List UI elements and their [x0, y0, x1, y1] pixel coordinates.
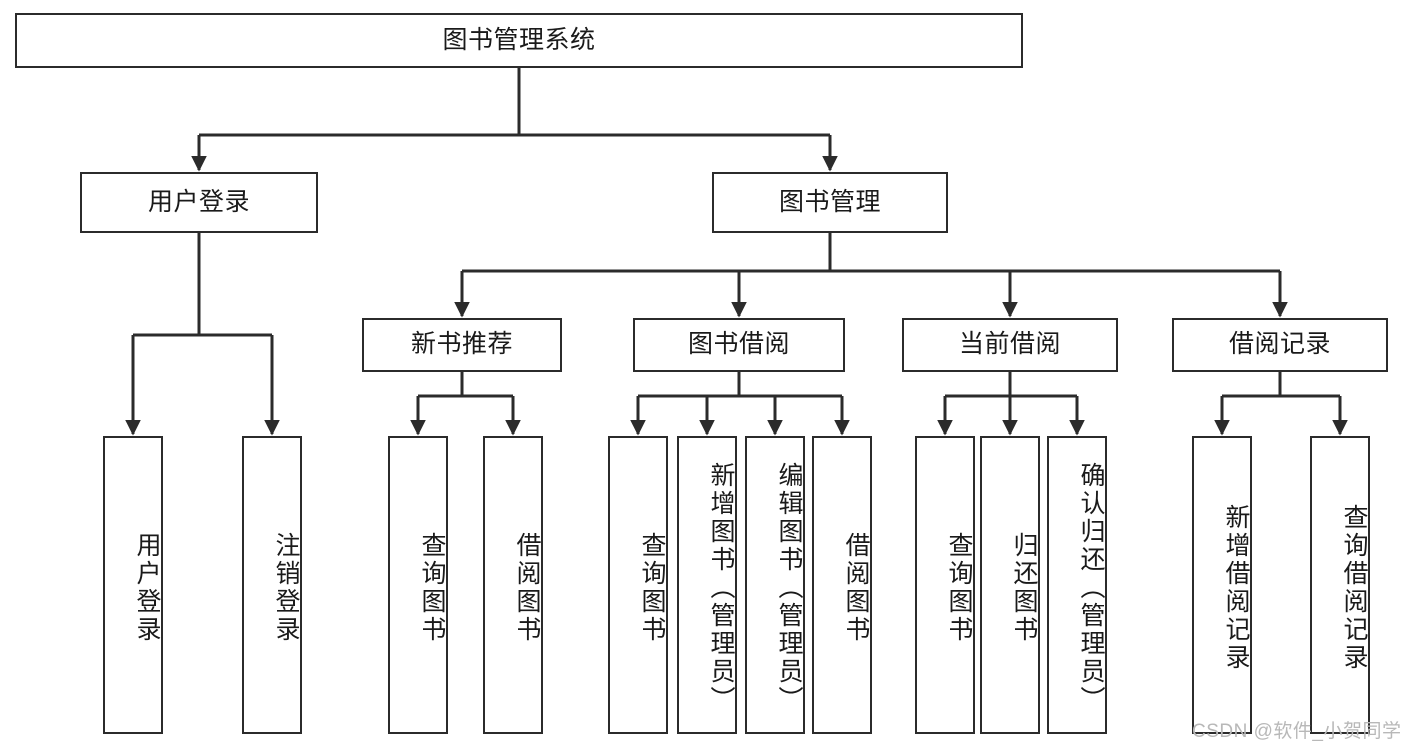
csdn-watermark: CSDN @软件_小贺同学: [1192, 721, 1402, 742]
node-leaf-borrow-book-1: 借阅图书: [483, 436, 543, 734]
node-leaf-add-record: 新增借阅记录: [1192, 436, 1252, 734]
node-book-manage: 图书管理: [712, 172, 948, 233]
node-label: 新书推荐: [410, 330, 513, 359]
node-label: 用户登录: [147, 187, 250, 216]
node-leaf-user-logout: 注销登录: [242, 436, 302, 734]
node-label: 查询图书: [945, 532, 973, 644]
node-label: 图书管理: [778, 187, 881, 216]
node-leaf-edit-book: 编辑图书（管理员）: [745, 436, 805, 734]
node-leaf-query-book-2: 查询图书: [608, 436, 668, 734]
node-leaf-add-book: 新增图书（管理员）: [677, 436, 737, 734]
node-label: 新增图书（管理员）: [707, 462, 735, 714]
node-label: 归还图书: [1010, 532, 1038, 644]
node-label: 查询借阅记录: [1340, 504, 1368, 672]
node-leaf-user-login: 用户登录: [103, 436, 163, 734]
node-label: 确认归还（管理员）: [1077, 462, 1105, 714]
node-user-login: 用户登录: [80, 172, 318, 233]
node-root: 图书管理系统: [15, 13, 1023, 68]
node-leaf-return-book: 归还图书: [980, 436, 1040, 734]
node-leaf-query-record: 查询借阅记录: [1310, 436, 1370, 734]
node-leaf-confirm-return: 确认归还（管理员）: [1047, 436, 1107, 734]
node-label: 新增借阅记录: [1222, 504, 1250, 672]
node-label: 借阅图书: [842, 532, 870, 644]
node-leaf-query-book-1: 查询图书: [388, 436, 448, 734]
node-label: 用户登录: [133, 532, 161, 644]
node-label: 图书管理系统: [442, 25, 596, 54]
node-label: 借阅图书: [513, 532, 541, 644]
node-borrow-record: 借阅记录: [1172, 318, 1388, 372]
node-label: 查询图书: [638, 532, 666, 644]
node-label: 编辑图书（管理员）: [775, 462, 803, 714]
node-current-borrow: 当前借阅: [902, 318, 1118, 372]
node-book-borrow: 图书借阅: [633, 318, 845, 372]
node-label: 借阅记录: [1228, 330, 1331, 359]
node-label: 图书借阅: [687, 330, 790, 359]
node-label: 注销登录: [272, 532, 300, 644]
node-label: 查询图书: [418, 532, 446, 644]
node-leaf-borrow-book-2: 借阅图书: [812, 436, 872, 734]
node-label: 当前借阅: [958, 330, 1061, 359]
node-leaf-query-book-3: 查询图书: [915, 436, 975, 734]
node-new-book-recommend: 新书推荐: [362, 318, 562, 372]
